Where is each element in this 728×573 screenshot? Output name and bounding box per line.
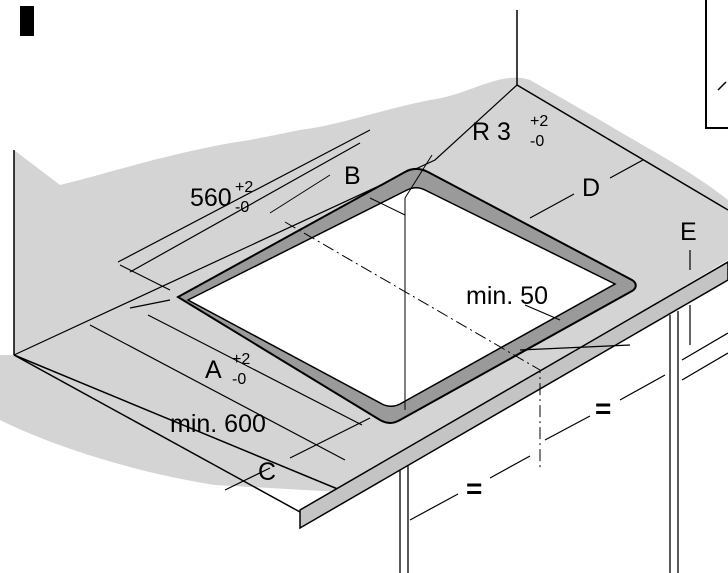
label-a: A (205, 356, 222, 384)
label-corner-radius: R 3 (472, 118, 511, 146)
dimension-d (529, 159, 644, 219)
label-corner-radius-tol-lower: -0 (530, 133, 544, 150)
label-corner-radius-tol-upper: +2 (530, 113, 548, 130)
label-a-tol-lower: -0 (232, 371, 246, 388)
label-cutout-depth: 560 (190, 184, 232, 212)
cabinet-side-right (669, 311, 728, 573)
section-mark-bar (20, 6, 34, 36)
centre-line-diagonal (284, 221, 541, 470)
label-min-50: min. 50 (466, 282, 548, 310)
label-b: B (344, 162, 361, 190)
label-e: E (680, 218, 697, 246)
label-min-600: min. 600 (170, 410, 266, 438)
dimension-c (224, 417, 371, 491)
dimension-min50 (519, 304, 631, 351)
label-equal-left: = (466, 473, 482, 504)
corner-detail-lines (269, 154, 433, 216)
label-a-tol-upper: +2 (232, 351, 250, 368)
inset-box (705, 0, 728, 129)
worktop-front-edge (299, 261, 728, 530)
inset-arrow (717, 81, 727, 91)
label-c: C (258, 458, 276, 486)
label-d: D (582, 174, 600, 202)
label-cutout-depth-tol-lower: -0 (235, 199, 249, 216)
label-cutout-depth-tol-upper: +2 (235, 179, 253, 196)
dimension-equal (409, 374, 666, 521)
cabinet-side-left (399, 466, 409, 573)
label-equal-right: = (595, 393, 611, 424)
dimension-560 (117, 129, 371, 291)
dimension-a (89, 299, 363, 461)
worktop-top-back-edge (13, 84, 518, 356)
